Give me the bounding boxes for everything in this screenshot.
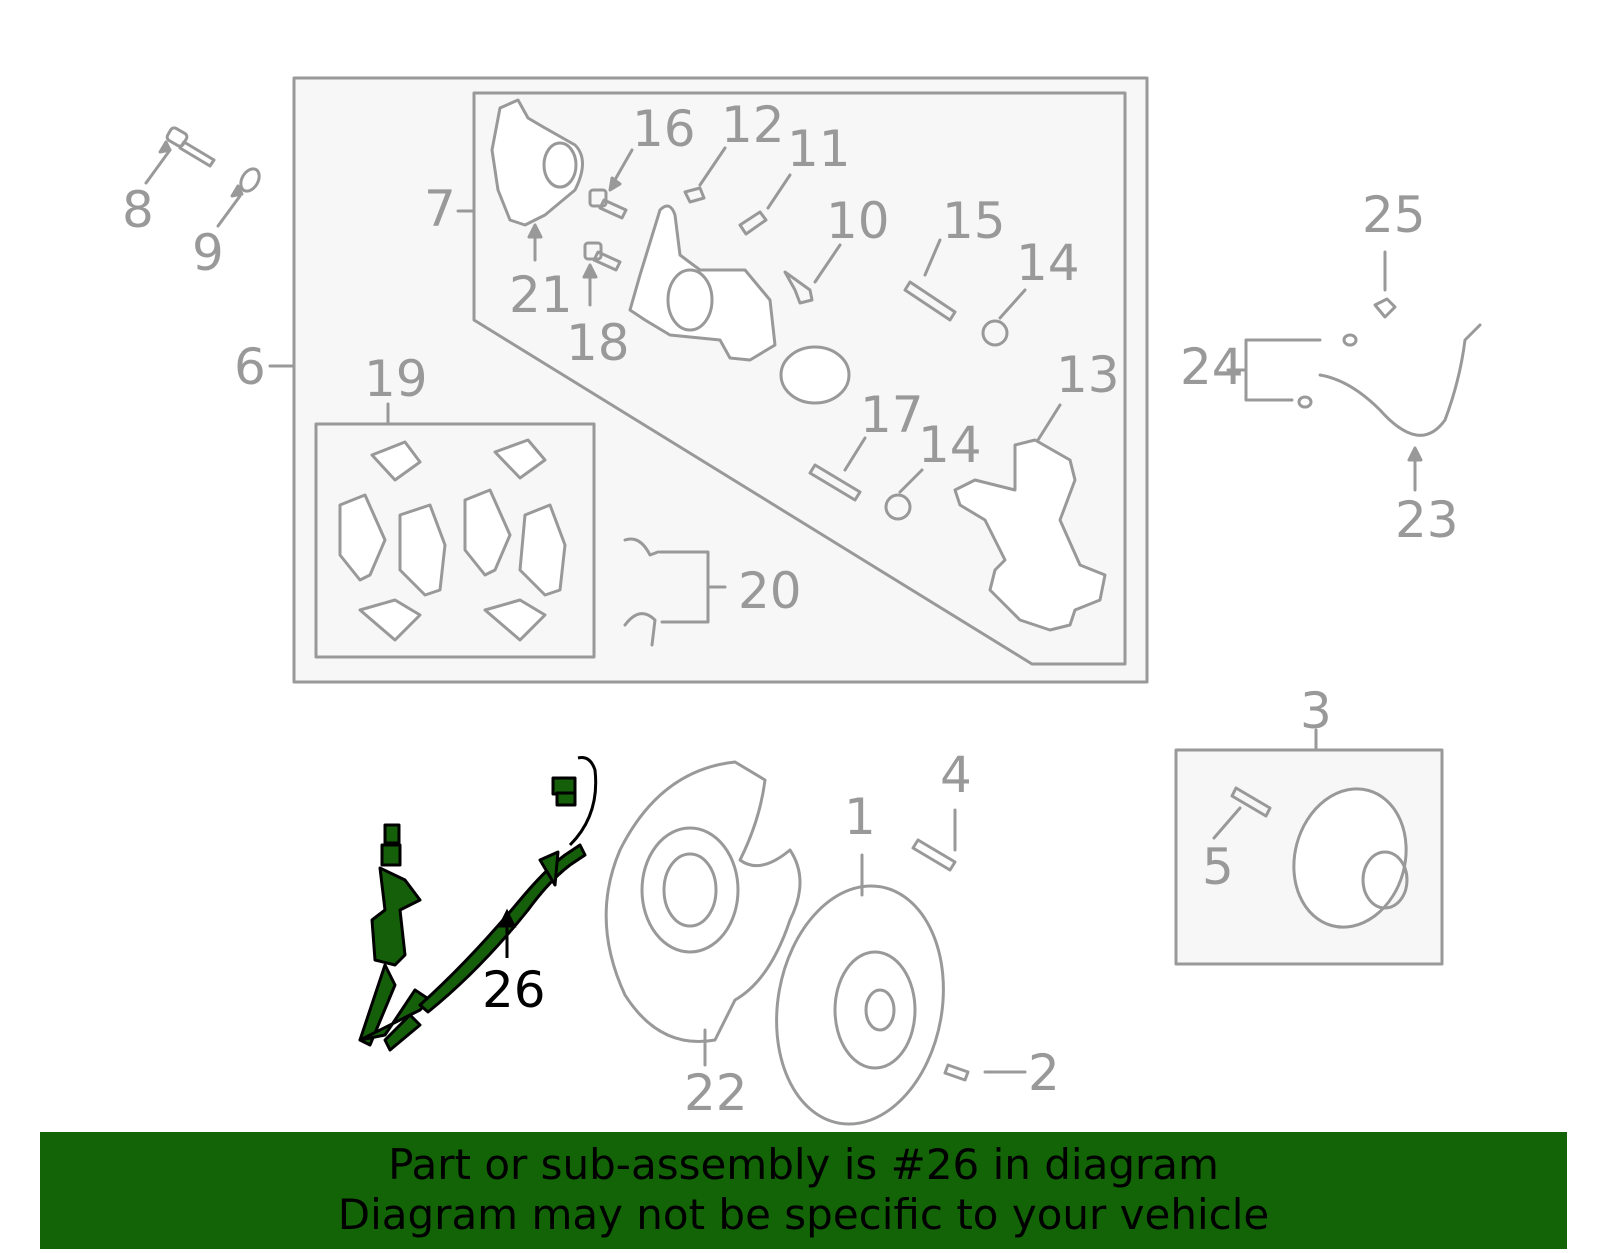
- callout-9[interactable]: 9: [192, 224, 224, 282]
- dust-shield-22: [604, 760, 802, 1043]
- callout-24[interactable]: 24: [1180, 338, 1244, 396]
- wheel-hub-3: [1292, 787, 1408, 929]
- callout-16[interactable]: 16: [632, 100, 696, 158]
- callout-21[interactable]: 21: [509, 266, 573, 324]
- wheel-speed-sensor-26: [358, 756, 598, 1052]
- callout-8[interactable]: 8: [122, 181, 154, 239]
- callout-20[interactable]: 20: [738, 562, 802, 620]
- banner-line-part: Part or sub-assembly is #26 in diagram: [388, 1140, 1219, 1189]
- callout-26-highlighted[interactable]: 26: [482, 961, 546, 1019]
- callout-6[interactable]: 6: [234, 338, 266, 396]
- brake-pads: [338, 438, 567, 642]
- brake-rotor-1: [775, 884, 945, 1126]
- callout-19[interactable]: 19: [364, 350, 428, 408]
- callout-17[interactable]: 17: [860, 386, 924, 444]
- callout-22[interactable]: 22: [684, 1064, 748, 1122]
- caliper-bracket-13: [953, 438, 1107, 632]
- banner-line-disclaimer: Diagram may not be specific to your vehi…: [337, 1190, 1270, 1239]
- callout-14-upper[interactable]: 14: [1016, 234, 1080, 292]
- callout-1[interactable]: 1: [844, 788, 876, 846]
- callout-3[interactable]: 3: [1300, 682, 1332, 740]
- caliper-cover-21: [490, 98, 584, 227]
- callout-7[interactable]: 7: [424, 180, 456, 238]
- callout-2[interactable]: 2: [1028, 1044, 1060, 1102]
- callout-23[interactable]: 23: [1395, 491, 1459, 549]
- callout-25[interactable]: 25: [1362, 186, 1426, 244]
- callout-4[interactable]: 4: [940, 746, 972, 804]
- callout-5[interactable]: 5: [1202, 838, 1234, 896]
- callout-10[interactable]: 10: [826, 192, 890, 250]
- bolt-8: [144, 126, 216, 185]
- callout-15[interactable]: 15: [942, 192, 1006, 250]
- callout-12[interactable]: 12: [721, 96, 785, 154]
- callout-11[interactable]: 11: [787, 120, 851, 178]
- callout-14-lower[interactable]: 14: [918, 416, 982, 474]
- callout-13[interactable]: 13: [1056, 346, 1120, 404]
- callout-18[interactable]: 18: [566, 314, 630, 372]
- part-info-banner: Part or sub-assembly is #26 in diagram D…: [40, 1132, 1567, 1249]
